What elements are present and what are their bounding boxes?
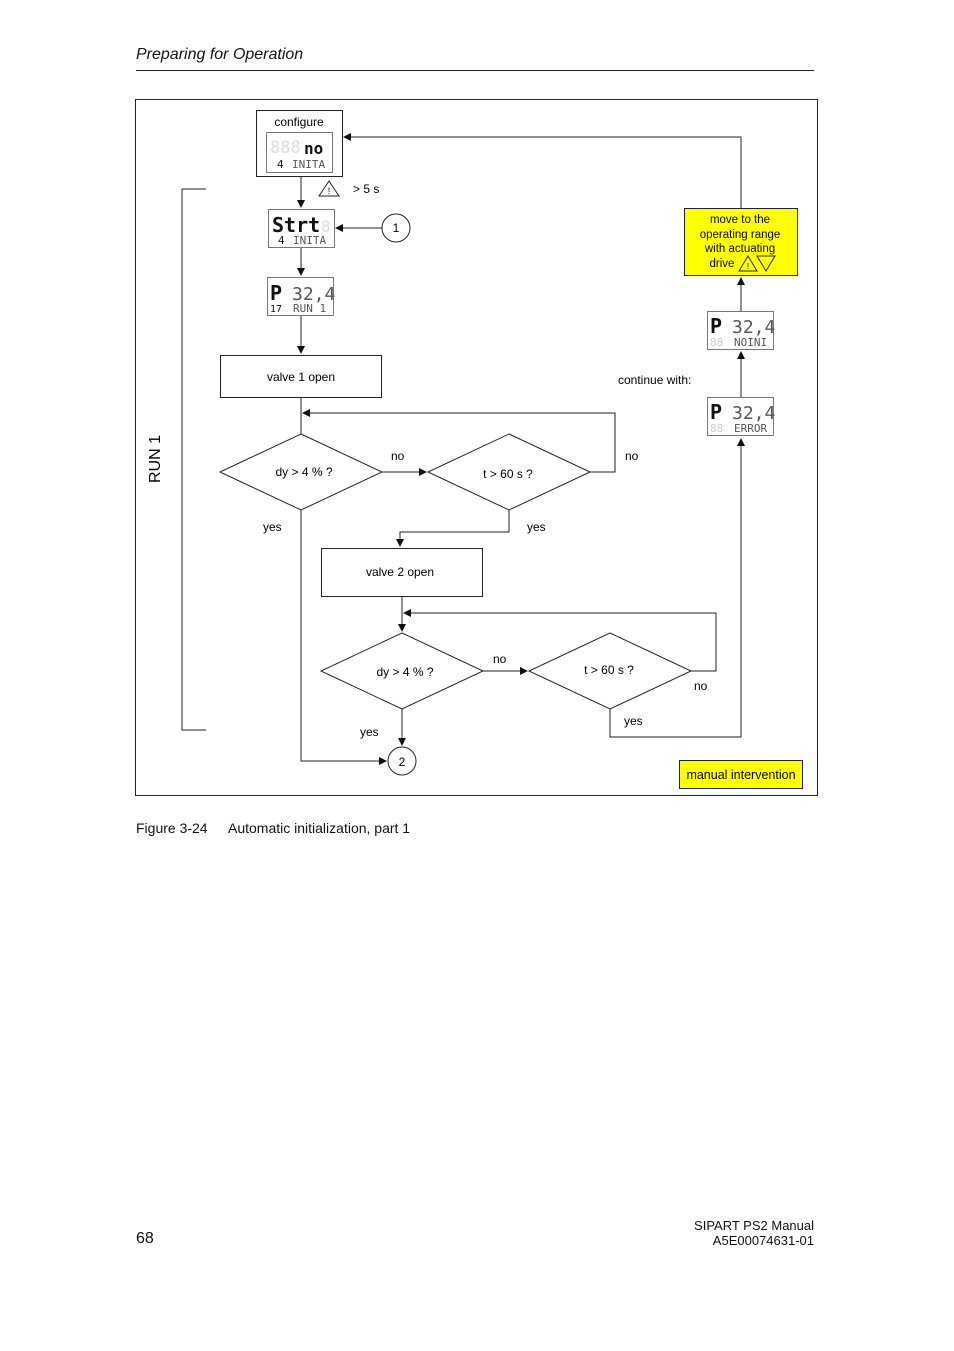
lcd-bottom-number: 88 (710, 422, 723, 435)
lcd-run: P 32,4 17 RUN 1 (267, 277, 335, 316)
move-line-2: operating range (700, 229, 781, 241)
lcd-configure: 888 no 4 INITA (266, 132, 333, 173)
run-label: RUN 1 (147, 435, 164, 483)
svg-text:888: 888 (270, 138, 301, 158)
svg-text:!: ! (328, 186, 331, 196)
figure-number: Figure 3-24 (136, 820, 208, 836)
figure-title: Automatic initialization, part 1 (228, 820, 411, 836)
lcd-bottom-text: INITA (292, 158, 325, 171)
manual-intervention-box (679, 760, 803, 789)
move-line-3: with actuating (704, 243, 775, 255)
dy-check-2-label: dy > 4 % ? (376, 665, 433, 679)
manual-intervention-label: manual intervention (686, 768, 795, 782)
figure-frame (135, 99, 818, 796)
t-check-2-label: t > 60 s ? (584, 663, 634, 677)
continue-with-label: continue with: (618, 373, 691, 387)
lcd-top-value: 32,4 (732, 317, 775, 338)
lcd-top-p: P (710, 400, 722, 424)
up-down-arrow-icon: ! (738, 255, 776, 272)
no-label-2: no (625, 449, 639, 463)
valve2-label: valve 2 open (366, 565, 434, 579)
t-check-1-label: t > 60 s ? (483, 467, 533, 481)
valve2-box (321, 548, 483, 597)
connector-2 (387, 746, 417, 776)
yes-label-3: yes (360, 725, 379, 739)
lcd-top-text: no (304, 139, 323, 158)
configure-label: configure (274, 115, 324, 129)
lcd-bottom-text: INITA (293, 234, 326, 247)
flow-connections (297, 133, 745, 765)
configure-step: configure 888 no 4 INITA (256, 110, 343, 177)
document-id: A5E00074631-01 (712, 1233, 814, 1248)
valve1-box (220, 355, 382, 398)
connector-1-label: 1 (393, 221, 400, 235)
lcd-bottom-number: 17 (270, 304, 282, 315)
hold-time-label: > 5 s (353, 182, 379, 196)
move-line-4: drive (710, 258, 735, 270)
lcd-bottom-number: 4 (278, 234, 285, 247)
yes-label-1: yes (263, 520, 282, 534)
dy-check-1-label: dy > 4 % ? (275, 465, 332, 479)
page-header-title: Preparing for Operation (136, 46, 304, 63)
footer-manual-info: SIPART PS2 Manual A5E00074631-01 (694, 1218, 814, 1248)
lcd-top-p: P (270, 281, 282, 305)
no-label-3: no (493, 652, 507, 666)
header-rule (136, 70, 814, 71)
yes-label-2: yes (527, 520, 546, 534)
valve1-label: valve 1 open (267, 370, 335, 384)
page-number: 68 (136, 1230, 154, 1247)
lcd-error: P 32,4 88 ERROR (707, 397, 775, 436)
lcd-bottom-number: 4 (277, 158, 284, 171)
lcd-bottom-text: RUN 1 (293, 302, 326, 315)
figure-caption: Figure 3-24 Automatic initialization, par… (136, 820, 410, 836)
manual-name: SIPART PS2 Manual (694, 1218, 814, 1233)
lcd-top-value: 32,4 (732, 403, 775, 424)
lcd-top-value: 32,4 (292, 284, 335, 305)
lcd-noini: P 32,4 88 NOINI (707, 311, 775, 350)
move-to-range-box: move to the operating range with actuati… (684, 208, 798, 276)
move-line-1: move to the (710, 214, 770, 226)
svg-text:!: ! (747, 262, 749, 271)
yes-label-4: yes (624, 714, 643, 728)
no-label-1: no (391, 449, 405, 463)
lcd-top-text: Strt (272, 213, 320, 237)
lcd-bottom-number: 88 (710, 336, 723, 349)
lcd-start: Strt 8 4 INITA (268, 209, 335, 248)
svg-text:8: 8 (321, 217, 331, 236)
run-bracket (181, 188, 206, 731)
lcd-top-p: P (710, 314, 722, 338)
lcd-bottom-text: NOINI (734, 336, 767, 349)
connector-2-label: 2 (399, 755, 406, 769)
warning-icon: ! (318, 180, 340, 197)
lcd-bottom-text: ERROR (734, 422, 767, 435)
no-label-4: no (694, 679, 708, 693)
